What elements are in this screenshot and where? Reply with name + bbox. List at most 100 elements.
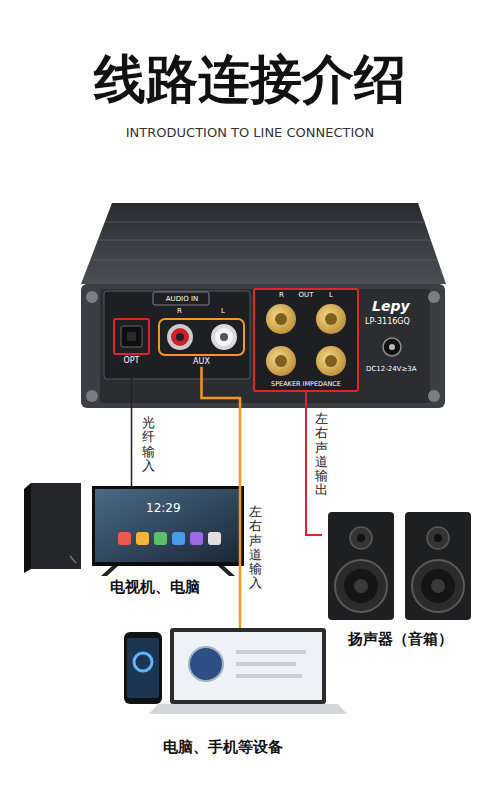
speaker-output-box: OUT SPEAKER IMPEDANCE R L — [253, 288, 359, 392]
device-group: 电脑、手机等设备 — [115, 628, 330, 758]
impedance-note: SPEAKER IMPEDANCE — [255, 380, 357, 388]
screw — [86, 390, 98, 402]
signal-cable — [202, 367, 241, 628]
rca-jack-red — [167, 324, 193, 350]
part-label: L — [329, 291, 333, 299]
woofer — [412, 560, 464, 612]
tv-stand — [101, 566, 118, 576]
speaker-cabinet — [405, 512, 471, 620]
tweeter — [434, 534, 442, 542]
binding-post — [325, 355, 337, 367]
optical-input-box: OPT — [113, 318, 150, 366]
screw — [428, 291, 440, 303]
output-plate — [255, 290, 357, 390]
tv-icon — [190, 532, 203, 545]
woofer — [344, 569, 378, 603]
amplifier-top — [81, 203, 446, 284]
part-label: R — [177, 307, 182, 315]
device-label: 扬声器（音箱） — [348, 630, 453, 648]
track-line — [236, 674, 302, 678]
phone-screen — [127, 638, 159, 698]
dc-jack — [383, 338, 401, 356]
pc-front — [31, 483, 81, 569]
tv-icon — [172, 532, 185, 545]
tv-icon — [118, 532, 131, 545]
part-label: AUDIO IN — [155, 294, 209, 305]
pc-side — [24, 483, 31, 573]
panel-inset — [100, 289, 430, 403]
laptop — [149, 628, 347, 714]
tweeter — [357, 534, 365, 542]
woofer — [335, 560, 387, 612]
dc-jack — [389, 344, 395, 350]
binding-posts — [266, 304, 346, 376]
cable-label: 左右声道输出 — [315, 412, 328, 498]
aux-input-box: AUX — [158, 318, 245, 367]
phone — [124, 632, 162, 704]
ridge — [92, 260, 437, 261]
amplifier-panel: LepyLP-3116GQ DC12-24V≥3A OPT AUX OUT SPEAKER… — [82, 285, 444, 407]
part-label: R — [279, 291, 284, 299]
front-panel — [81, 284, 445, 408]
laptop-lid — [170, 628, 326, 704]
port-name: AUX — [158, 358, 245, 367]
tv-stand — [218, 566, 235, 576]
ridge — [99, 240, 431, 241]
binding-post — [266, 304, 296, 334]
speaker-cabinet — [328, 512, 394, 620]
speakers — [328, 512, 471, 620]
panel-text: DC12-24V≥3A — [366, 365, 417, 373]
tv-screen — [95, 489, 241, 562]
television — [92, 486, 244, 576]
port-outline — [158, 318, 245, 356]
woofer — [431, 579, 445, 593]
device-group: 扬声器（音箱） — [322, 510, 478, 650]
output-name: OUT — [255, 291, 357, 299]
optical-port-core — [127, 332, 136, 341]
track-line — [236, 662, 296, 666]
laptop-screen — [174, 632, 322, 700]
woofer — [354, 579, 368, 593]
device-label: 电视机、电脑 — [110, 578, 200, 596]
album-art — [189, 647, 223, 681]
laptop-base — [149, 704, 347, 714]
cable-label: 左右声道输入 — [249, 505, 262, 591]
track-line — [236, 650, 306, 654]
screw — [428, 390, 440, 402]
binding-post — [266, 346, 296, 376]
port-name: OPT — [113, 357, 150, 366]
phone-dial — [134, 653, 152, 671]
signal-cable — [131, 366, 133, 486]
ridge — [105, 222, 425, 223]
amplifier-body — [81, 203, 446, 408]
optical-port — [121, 326, 142, 347]
tweeter — [350, 527, 372, 549]
cable-label: 光纤输入 — [142, 416, 155, 473]
part-label: L — [221, 307, 225, 315]
tv-icon — [208, 532, 221, 545]
binding-post — [325, 313, 337, 325]
rca-jack-white — [215, 328, 233, 346]
port-outline — [113, 318, 150, 355]
binding-post — [316, 304, 346, 334]
tv-icon — [154, 532, 167, 545]
tweeter — [427, 527, 449, 549]
pc-tower — [24, 483, 81, 573]
tv-bezel — [92, 486, 244, 566]
woofer — [421, 569, 455, 603]
panel-text: Lepy — [372, 298, 410, 314]
part-label: INTRODUCTION TO LINE CONNECTION — [0, 125, 500, 140]
rca-jack-red — [171, 328, 189, 346]
part-label: 12:29 — [146, 501, 181, 515]
binding-post — [316, 346, 346, 376]
rca-jack-white — [220, 333, 228, 341]
input-plate — [104, 291, 250, 379]
binding-post — [275, 355, 287, 367]
tv-icon — [136, 532, 149, 545]
rca-jack-white — [211, 324, 237, 350]
phone-body — [124, 632, 162, 704]
panel-text: LP-3116GQ — [365, 317, 410, 326]
